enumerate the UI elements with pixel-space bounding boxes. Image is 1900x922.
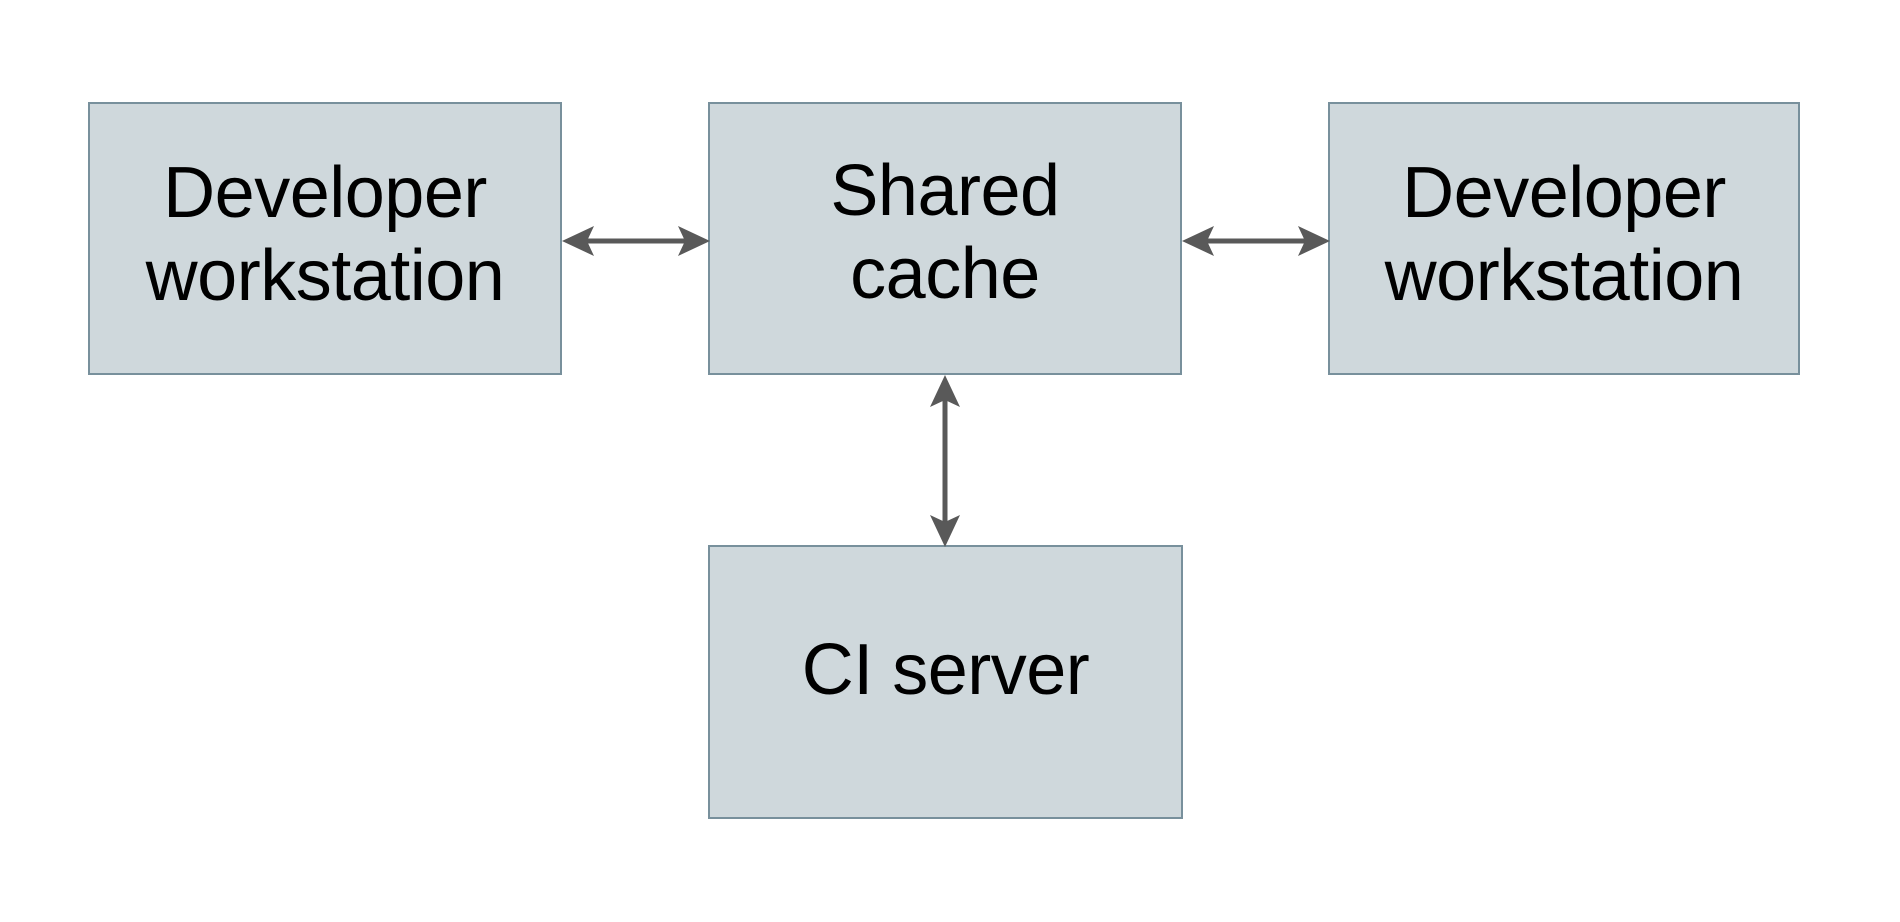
- node-label: CI server: [801, 629, 1090, 710]
- node-ci-server[interactable]: CI server: [708, 545, 1183, 819]
- double-arrow-horizontal-icon: [1182, 226, 1330, 256]
- node-developer-workstation-right[interactable]: Developer workstation: [1328, 102, 1800, 375]
- edge-shared-cache-to-developer-right[interactable]: [1180, 212, 1332, 270]
- double-arrow-vertical-icon: [930, 375, 960, 547]
- node-label: Developer workstation: [145, 153, 505, 316]
- edge-shared-cache-to-ci-server[interactable]: [916, 373, 974, 549]
- node-shared-cache[interactable]: Shared cache: [708, 102, 1182, 375]
- double-arrow-horizontal-icon: [562, 226, 710, 256]
- node-label: Shared cache: [830, 151, 1060, 314]
- edge-developer-left-to-shared-cache[interactable]: [560, 212, 712, 270]
- node-label: Developer workstation: [1384, 153, 1744, 316]
- node-developer-workstation-left[interactable]: Developer workstation: [88, 102, 562, 375]
